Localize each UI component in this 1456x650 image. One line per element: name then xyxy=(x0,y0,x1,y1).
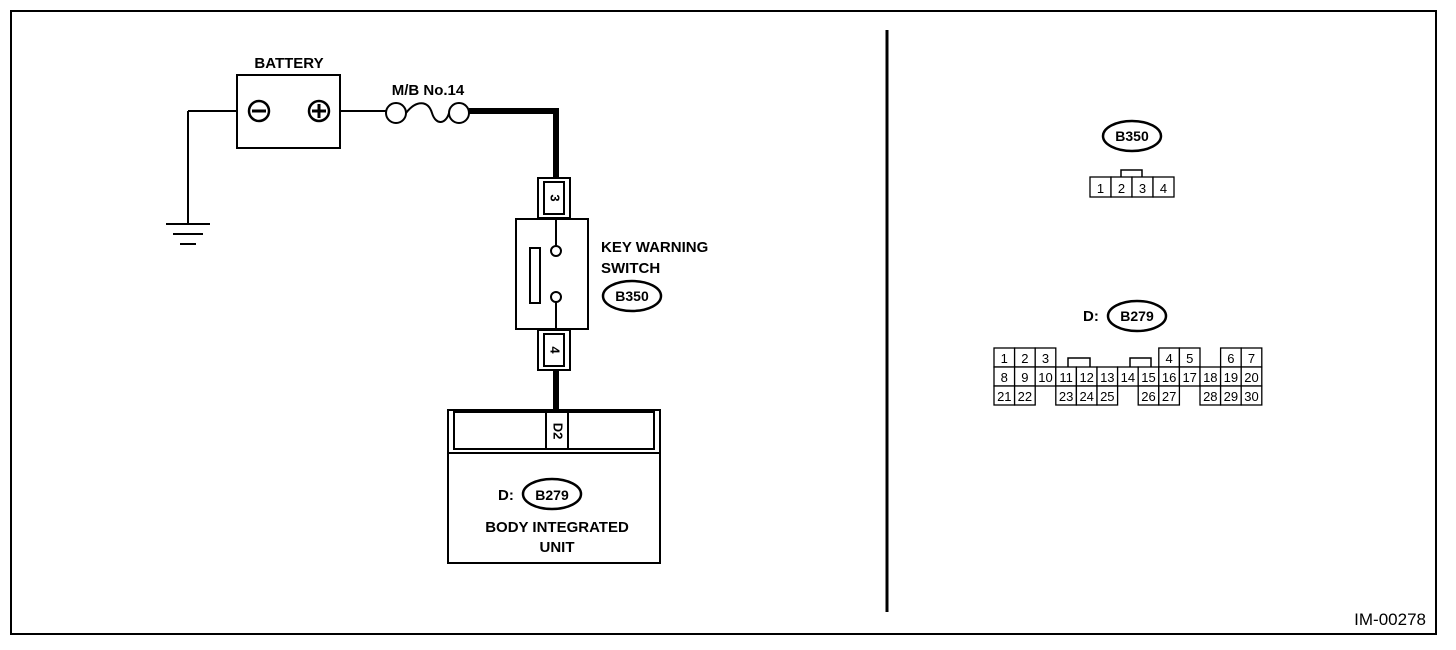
switch-pin-4: 4 xyxy=(537,329,571,371)
b279-pin-15-label: 15 xyxy=(1141,370,1155,385)
b279-pin-11-label: 11 xyxy=(1059,370,1073,385)
b279-pin-6-label: 6 xyxy=(1227,351,1234,366)
svg-text:3: 3 xyxy=(548,194,563,201)
b279-pin-20-label: 20 xyxy=(1244,370,1258,385)
b279-pin-29-label: 29 xyxy=(1224,389,1238,404)
svg-text:4: 4 xyxy=(548,346,563,354)
b279-pin-22 xyxy=(1013,385,1036,406)
b279-pin-27 xyxy=(1158,385,1181,406)
b279-pin-14-label: 14 xyxy=(1121,370,1135,385)
fuse-label: M/B No.14 xyxy=(392,82,465,99)
svg-text:D2: D2 xyxy=(551,423,566,440)
b350-pin-4 xyxy=(1152,176,1175,198)
b279-pin-30-label: 30 xyxy=(1244,389,1258,404)
switch-pin-3: 3 xyxy=(537,177,571,219)
unit-label-line2: UNIT xyxy=(540,539,575,556)
wire-fuse-to-switch xyxy=(469,108,559,180)
battery: BATTERY xyxy=(236,55,341,149)
b279-pin-25-label: 25 xyxy=(1100,389,1114,404)
b279-pin-23-label: 23 xyxy=(1059,389,1073,404)
b279-pin-18-label: 18 xyxy=(1203,370,1217,385)
key-warning-switch xyxy=(515,218,589,330)
b350-connector-label: B350 xyxy=(1115,128,1149,144)
body-integrated-unit: D2 D: B279 BODY INTEGRATED UNIT xyxy=(447,409,661,564)
b279-pin-1-label: 1 xyxy=(1001,351,1008,366)
b350-pin-2-label: 2 xyxy=(1118,181,1125,196)
b279-pin-26-label: 26 xyxy=(1141,389,1155,404)
b279-pin-13-label: 13 xyxy=(1100,370,1114,385)
figure-code: IM-00278 xyxy=(1354,610,1426,629)
b279-pin-3-label: 3 xyxy=(1042,351,1049,366)
b350-pin-3-label: 3 xyxy=(1139,181,1146,196)
unit-label-line1: BODY INTEGRATED xyxy=(485,519,629,536)
outer-frame xyxy=(10,10,1437,635)
switch-connector-badge: B350 xyxy=(601,279,663,313)
b279-pin-16-label: 16 xyxy=(1162,370,1176,385)
b279-connector-label: B279 xyxy=(1120,308,1154,324)
b279-pin-27-label: 27 xyxy=(1162,389,1176,404)
b279-pin-4-label: 4 xyxy=(1165,351,1172,366)
b279-pin-28-label: 28 xyxy=(1203,389,1217,404)
unit-connector-badge xyxy=(521,477,583,511)
b279-pin-7-label: 7 xyxy=(1248,351,1255,366)
battery-label: BATTERY xyxy=(254,55,323,72)
b279-pin-9-label: 9 xyxy=(1021,370,1028,385)
battery-positive-icon xyxy=(307,99,331,123)
b279-pin-19-label: 19 xyxy=(1224,370,1238,385)
b279-pin-5-label: 5 xyxy=(1186,351,1193,366)
b279-pin-21-label: 21 xyxy=(997,389,1011,404)
svg-text:B350: B350 xyxy=(615,288,649,304)
b279-pin-12-label: 12 xyxy=(1079,370,1093,385)
switch-label-line2: SWITCH xyxy=(601,260,660,277)
b279-pin-30 xyxy=(1240,385,1263,406)
svg-text:B279: B279 xyxy=(535,487,569,503)
b279-pin-17-label: 17 xyxy=(1182,370,1196,385)
b279-pin-22-label: 22 xyxy=(1018,389,1032,404)
unit-connector-prefix: D: xyxy=(498,487,514,504)
battery-negative-icon xyxy=(247,99,271,123)
unit-pin-d2 xyxy=(545,411,569,450)
b279-pin-10-label: 10 xyxy=(1038,370,1052,385)
ground-symbol xyxy=(166,110,238,245)
fuse-mb-no14: M/B No.14 xyxy=(385,82,470,124)
switch-label-line1: KEY WARNING xyxy=(601,239,708,256)
b279-pin-24-label: 24 xyxy=(1079,389,1093,404)
b279-pin-8-label: 8 xyxy=(1001,370,1008,385)
b279-pin-25 xyxy=(1096,385,1119,406)
b350-pin-1-label: 1 xyxy=(1097,181,1104,196)
b279-prefix: D: xyxy=(1083,308,1099,325)
b279-pin-2-label: 2 xyxy=(1021,351,1028,366)
b350-pin-4-label: 4 xyxy=(1160,181,1167,196)
